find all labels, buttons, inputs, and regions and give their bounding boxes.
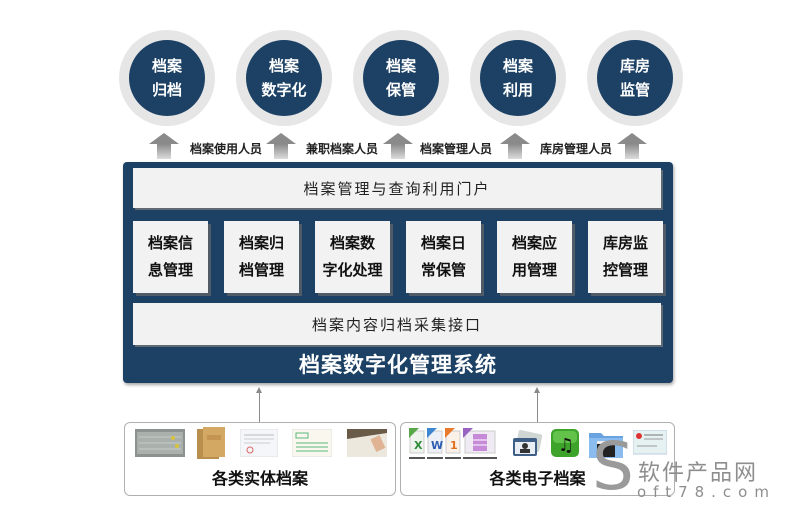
circle-text: 利用 <box>502 81 533 99</box>
paper-document-icon <box>240 429 278 457</box>
up-arrow-icon <box>266 133 296 159</box>
circle-text: 保管 <box>385 81 416 99</box>
certificate-image-icon <box>633 430 667 455</box>
watermark-text: 软件产品网 <box>638 461 759 486</box>
module-text: 档案数 <box>329 234 375 252</box>
role-label: 档案使用人员 <box>190 142 263 156</box>
circle-text: 档案 <box>268 57 299 75</box>
up-arrow-icon <box>500 133 530 159</box>
circle-text: 数字化 <box>261 81 307 99</box>
up-arrow-icon <box>383 133 413 159</box>
role-label: 库房管理人员 <box>540 142 613 156</box>
module-info-management: 档案信息管理 <box>133 221 208 293</box>
module-digitization: 档案数字化处理 <box>315 221 390 293</box>
circle-text: 监管 <box>619 81 650 99</box>
up-arrow-icon <box>617 133 647 159</box>
function-circle-digitization: 档案数字化 <box>236 30 332 126</box>
physical-archives-label: 各类实体档案 <box>211 469 308 488</box>
module-text: 用管理 <box>511 261 557 279</box>
arrow-head-icon <box>534 387 540 393</box>
video-folder-icon <box>589 433 623 458</box>
module-text: 档案归 <box>238 234 284 252</box>
module-daily-storage: 档案日常保管 <box>406 221 481 293</box>
physical-archives-panel: 各类实体档案 <box>124 422 396 496</box>
word-file-icon: W <box>427 428 443 459</box>
module-text: 档管理 <box>238 261 284 279</box>
svg-text:X: X <box>414 439 423 452</box>
system-box: 档案管理与查询利用门户 档案信息管理 档案归档管理 档案数字化处理 档案日常保管… <box>123 162 673 383</box>
arrow-head-icon <box>256 387 262 393</box>
module-text: 库房监 <box>602 234 648 252</box>
circle-text: 归档 <box>151 81 182 99</box>
svg-text:♫: ♫ <box>558 435 574 456</box>
interface-bar: 档案内容归档采集接口 <box>133 303 661 345</box>
circle-text: 档案 <box>385 57 416 75</box>
module-archiving-management: 档案归档管理 <box>224 221 299 293</box>
module-text: 息管理 <box>147 261 193 279</box>
excel-file-icon: X <box>409 428 425 459</box>
module-text: 档案应 <box>511 234 557 252</box>
function-circle-utilization: 档案利用 <box>470 30 566 126</box>
svg-text:1: 1 <box>450 439 458 452</box>
module-text: 控管理 <box>602 261 648 279</box>
system-title: 档案数字化管理系统 <box>299 353 497 377</box>
role-label: 档案管理人员 <box>420 142 493 156</box>
circle-text: 档案 <box>502 57 533 75</box>
contact-card-icon <box>513 430 543 456</box>
connector-line <box>259 393 260 422</box>
function-circle-storage: 档案保管 <box>353 30 449 126</box>
function-circle-warehouse: 库房监管 <box>587 30 683 126</box>
module-text: 常保管 <box>420 261 466 279</box>
up-arrow-icon <box>149 133 179 159</box>
multi-file-icon <box>463 428 497 459</box>
circle-text: 库房 <box>619 57 650 75</box>
circle-text: 档案 <box>151 57 182 75</box>
module-application-management: 档案应用管理 <box>497 221 572 293</box>
electronic-archives-panel: X W 1 ♫ 各类电子档案 <box>400 422 675 496</box>
portal-bar: 档案管理与查询利用门户 <box>133 168 661 208</box>
green-form-icon <box>292 429 332 457</box>
role-label: 兼职档案人员 <box>306 142 379 156</box>
module-text: 档案日 <box>420 234 466 252</box>
handwriting-photo-icon <box>347 429 387 457</box>
connector-line <box>537 393 538 422</box>
music-file-icon: ♫ <box>551 429 579 457</box>
module-text: 字化处理 <box>322 261 383 279</box>
pdf-file-icon: 1 <box>445 428 461 459</box>
archive-boxes-icon <box>197 427 225 459</box>
scanned-documents-icon <box>135 429 185 457</box>
svg-text:W: W <box>431 439 443 452</box>
watermark-url: oft78.com <box>637 483 776 501</box>
module-warehouse-monitoring: 库房监控管理 <box>588 221 663 293</box>
watermark-logo-icon: S <box>592 428 634 505</box>
module-text: 档案信 <box>147 234 193 252</box>
function-circle-archiving: 档案归档 <box>119 30 215 126</box>
electronic-archives-label: 各类电子档案 <box>489 469 586 488</box>
